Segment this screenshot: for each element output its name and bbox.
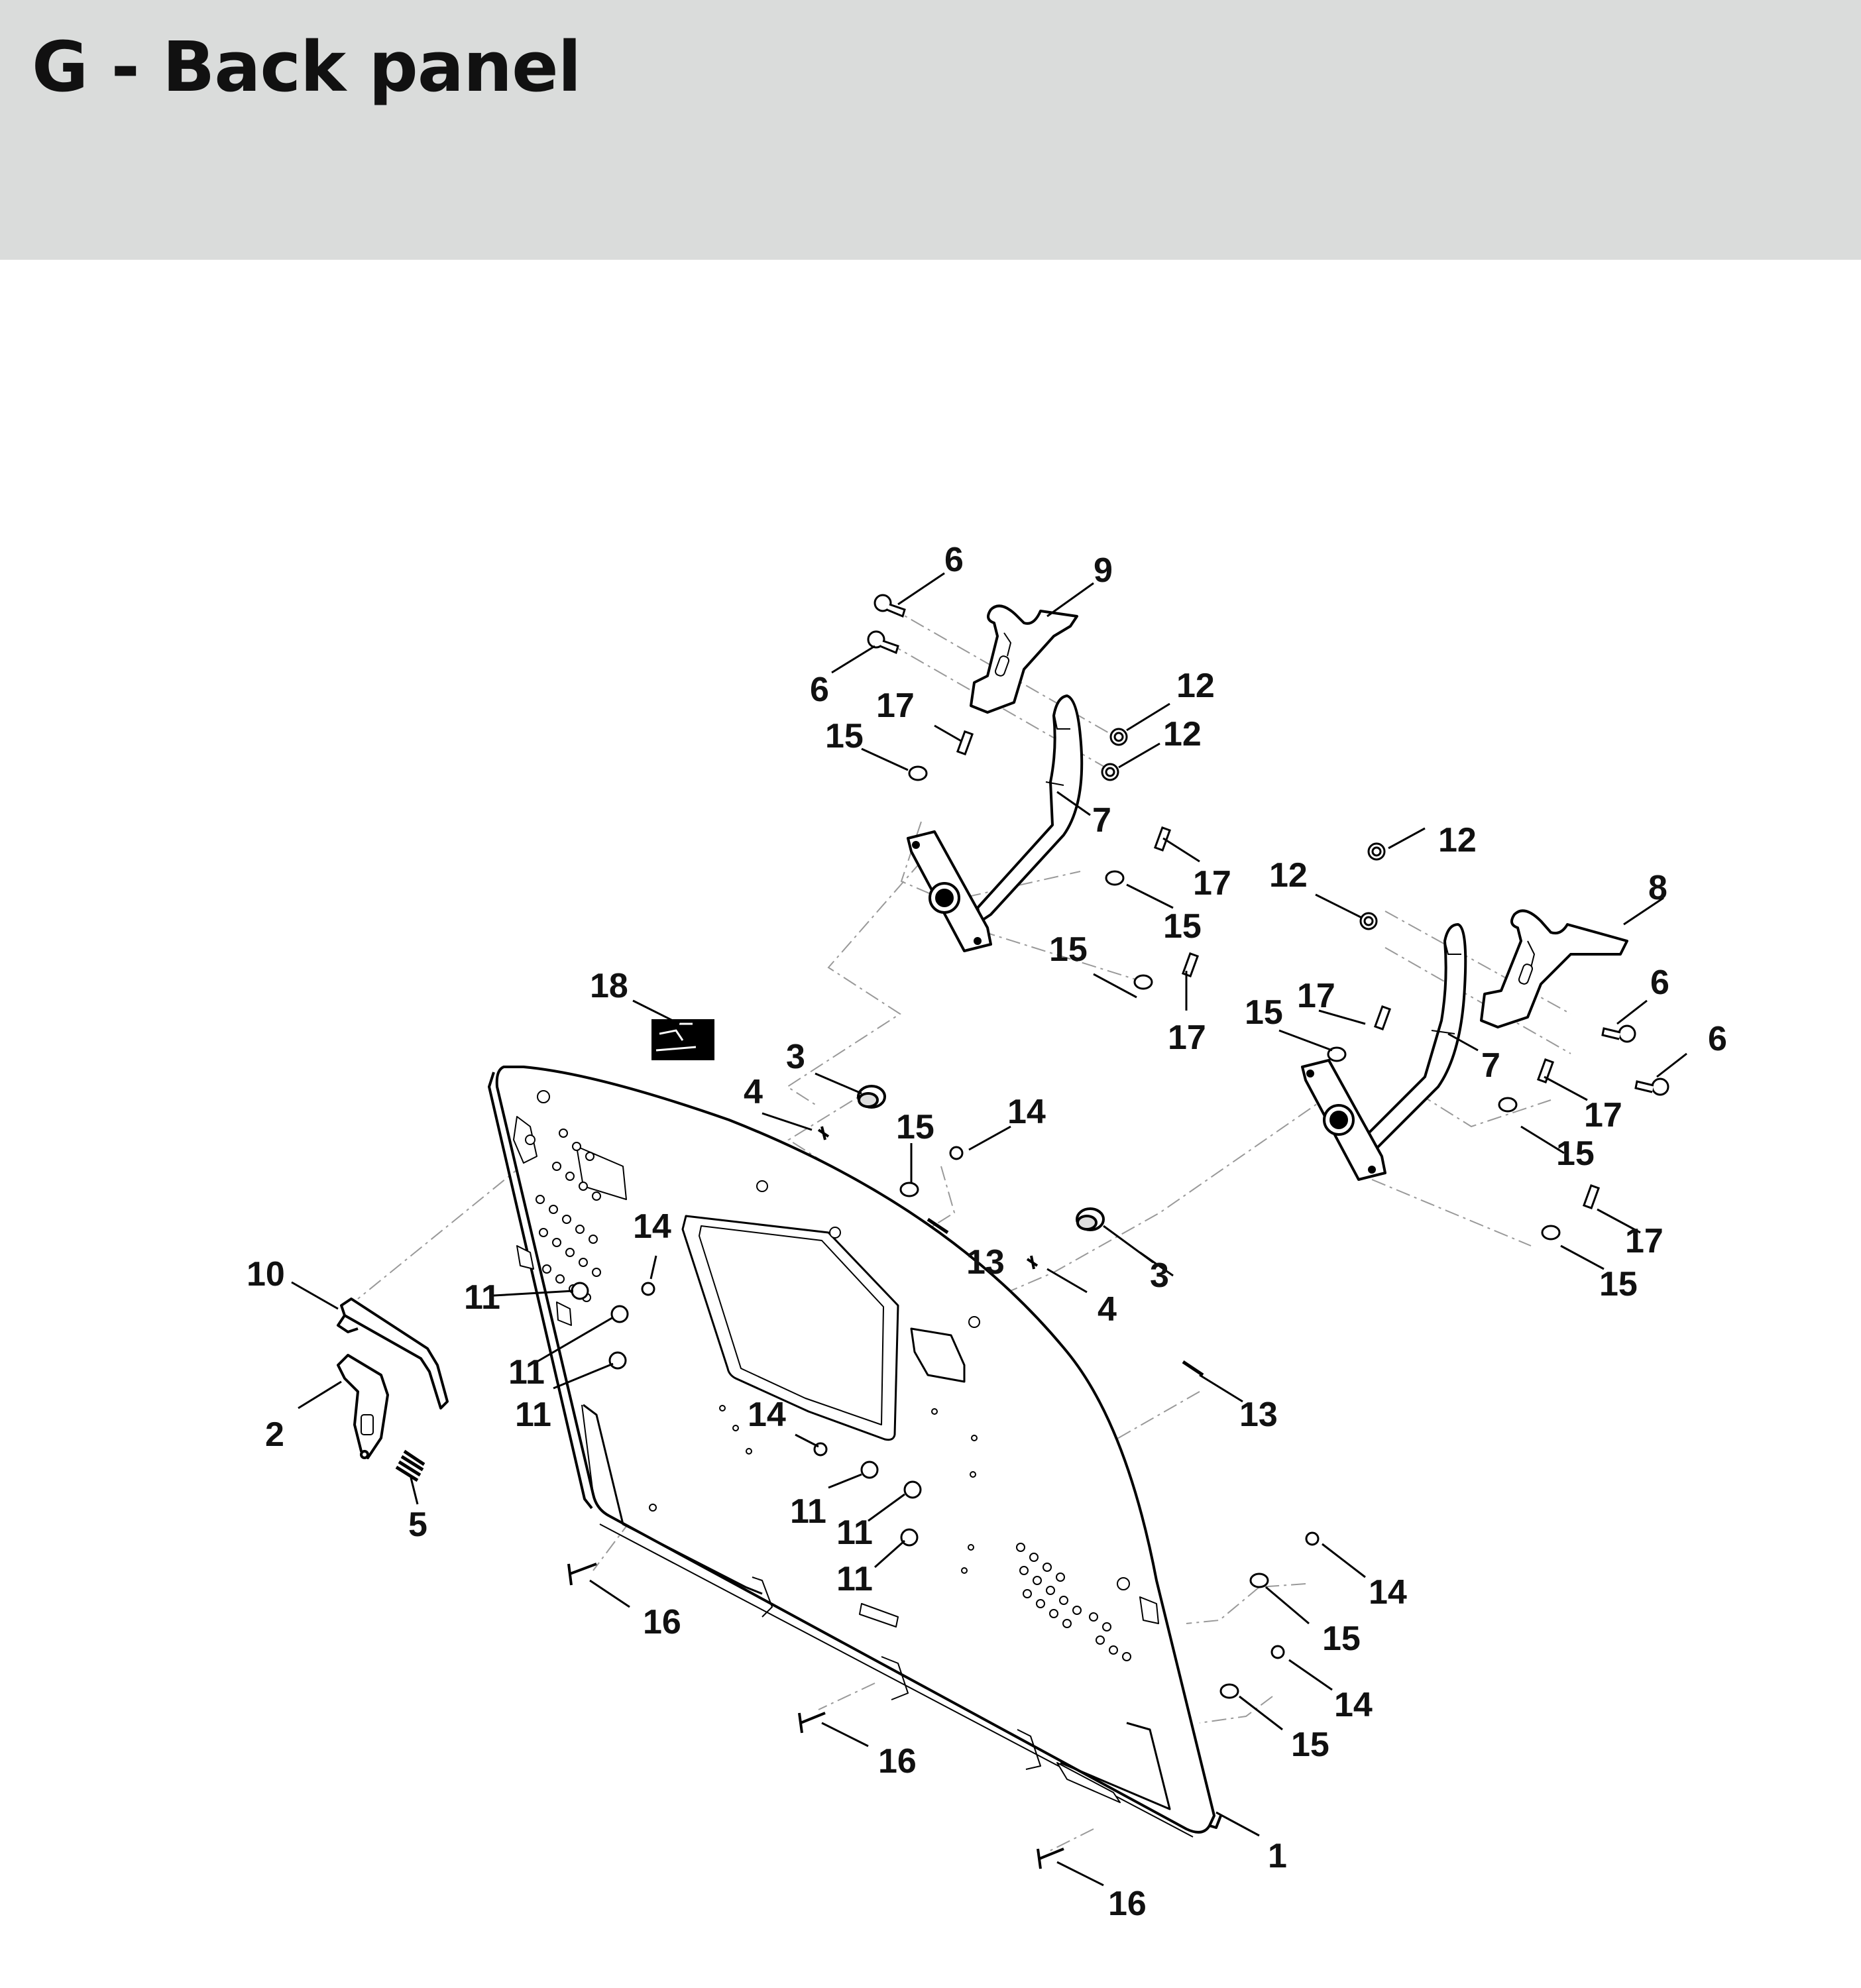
callout-15: 15 (1245, 993, 1283, 1032)
callout-12: 12 (1269, 856, 1308, 895)
knob-3-parts (857, 1085, 1105, 1231)
hook-8 (1480, 909, 1628, 1028)
callout-15: 15 (1291, 1726, 1329, 1764)
bracket-7-left (907, 694, 1084, 952)
hook-9 (970, 604, 1078, 714)
callout-18: 18 (590, 967, 628, 1005)
label-sticker-18 (651, 1019, 714, 1060)
callout-11: 11 (836, 1514, 873, 1552)
callout-17: 17 (1584, 1096, 1622, 1134)
callout-14: 14 (1369, 1573, 1407, 1612)
callout-13: 13 (966, 1243, 1005, 1282)
callout-6: 6 (1650, 964, 1669, 1002)
callout-14: 14 (633, 1207, 671, 1246)
callout-16: 16 (643, 1603, 681, 1641)
callout-16: 16 (1108, 1885, 1147, 1923)
callout-6: 6 (810, 671, 829, 709)
callout-15: 15 (1322, 1620, 1361, 1658)
callout-14: 14 (1334, 1686, 1373, 1724)
callout-17: 17 (1297, 977, 1335, 1015)
perforation-holes (525, 1090, 1131, 1661)
callout-8: 8 (1648, 869, 1667, 907)
callout-11: 11 (508, 1353, 545, 1392)
back-panel (488, 1066, 1222, 1838)
callout-leaders (291, 572, 1687, 1887)
page-title: G - Back panel (32, 27, 581, 107)
callout-17: 17 (876, 687, 915, 725)
callout-5: 5 (408, 1506, 427, 1544)
callout-3: 3 (1150, 1256, 1169, 1295)
callout-9: 9 (1094, 551, 1113, 590)
callout-12: 12 (1438, 821, 1477, 859)
callout-7: 7 (1092, 801, 1111, 840)
header-bar: G - Back panel (0, 0, 1861, 260)
callout-12: 12 (1176, 667, 1215, 705)
callout-15: 15 (1556, 1134, 1595, 1173)
callout-17: 17 (1168, 1019, 1206, 1057)
callout-13: 13 (1239, 1396, 1278, 1434)
callout-14: 14 (748, 1396, 786, 1434)
callout-11: 11 (464, 1278, 500, 1317)
callout-15: 15 (1163, 907, 1202, 946)
callout-11: 11 (790, 1492, 826, 1531)
callout-16: 16 (878, 1742, 917, 1781)
callout-4: 4 (1098, 1290, 1117, 1329)
callout-17: 17 (1193, 864, 1231, 903)
callout-15: 15 (1599, 1265, 1638, 1303)
callout-11: 11 (515, 1396, 551, 1434)
callout-14: 14 (1007, 1093, 1046, 1131)
callout-7: 7 (1481, 1046, 1500, 1085)
latch-parts (337, 1298, 449, 1482)
callout-3: 3 (786, 1038, 805, 1076)
callout-4: 4 (744, 1073, 763, 1111)
bracket-7-right (1301, 923, 1467, 1181)
callout-2: 2 (265, 1415, 284, 1454)
callout-15: 15 (825, 717, 864, 755)
callout-15: 15 (896, 1108, 934, 1146)
callout-6: 6 (944, 541, 964, 579)
callout-1: 1 (1268, 1837, 1287, 1875)
callout-17: 17 (1625, 1222, 1664, 1260)
callout-11: 11 (836, 1560, 873, 1598)
callout-15: 15 (1049, 930, 1088, 969)
callout-12: 12 (1163, 715, 1202, 753)
fasteners (567, 594, 1669, 1869)
callout-6: 6 (1708, 1020, 1727, 1058)
callout-10: 10 (247, 1255, 285, 1294)
callout-labels: 6 9 6 17 15 12 12 7 12 12 8 17 15 15 17 … (247, 541, 1727, 1923)
